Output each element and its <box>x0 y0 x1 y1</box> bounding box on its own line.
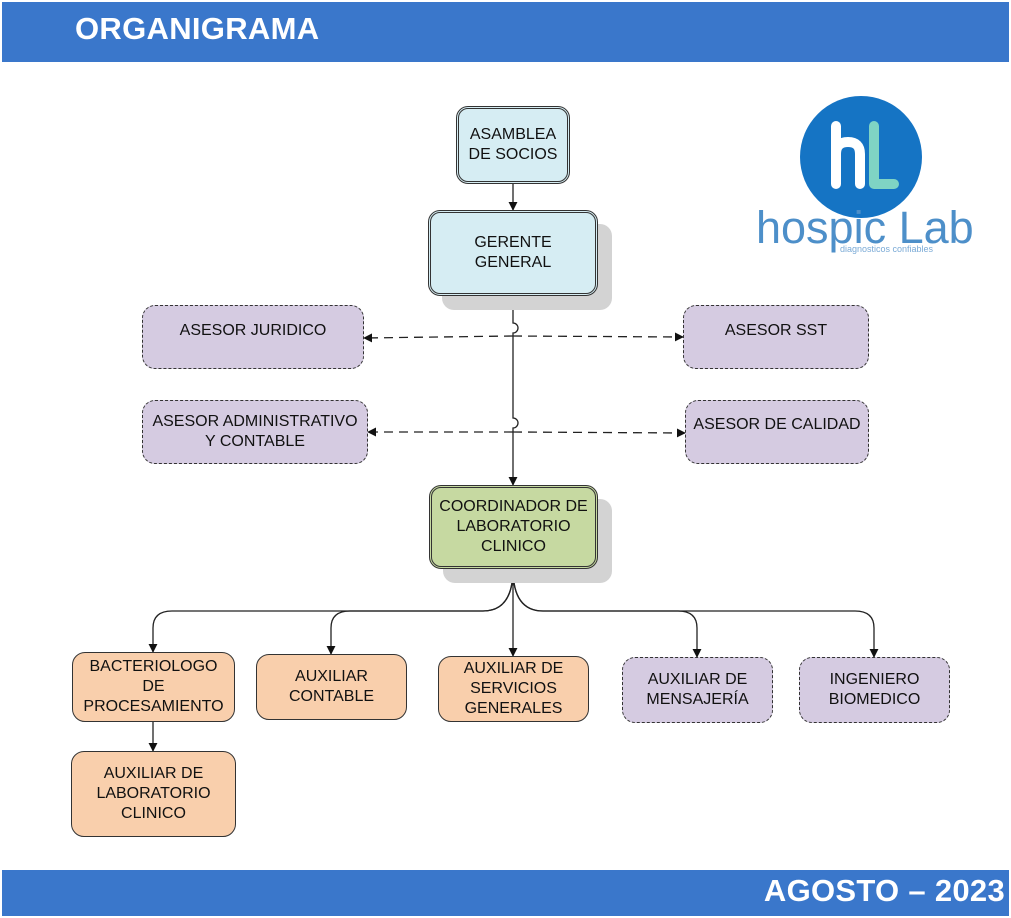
hl-monogram-icon <box>831 121 899 189</box>
node-auxiliar-contable: AUXILIAR CONTABLE <box>256 654 407 720</box>
node-auxiliar-servicios: AUXILIAR DE SERVICIOS GENERALES <box>438 656 589 722</box>
node-asesor-calidad: ASESOR DE CALIDAD <box>685 400 869 464</box>
connector-asesor-juridico <box>363 333 514 343</box>
connector-ingeniero <box>512 568 879 658</box>
node-asesor-juridico: ASESOR JURIDICO <box>142 305 364 369</box>
node-asesor-calidad-label: ASESOR DE CALIDAD <box>693 416 861 433</box>
node-asesor-administrativo: ASESOR ADMINISTRATIVO Y CONTABLE <box>142 400 368 464</box>
connector-asesor-sst <box>512 332 684 342</box>
header-band: ORGANIGRAMA <box>2 2 1009 62</box>
logo-name: hospic Lab <box>756 202 974 253</box>
node-coordinador-laboratorio: COORDINADOR DE LABORATORIO CLINICO <box>429 485 598 569</box>
node-bacteriologo: BACTERIOLOGO DE PROCESAMIENTO <box>72 652 235 722</box>
node-auxiliar-laboratorio: AUXILIAR DE LABORATORIO CLINICO <box>71 751 236 837</box>
footer-date: AGOSTO – 2023 <box>763 873 1005 908</box>
node-asesor-juridico-label: ASESOR JURIDICO <box>179 322 327 339</box>
connector-gerente-coordinador <box>508 296 519 486</box>
node-gerente-general: GERENTE GENERAL <box>428 210 598 296</box>
page-title: ORGANIGRAMA <box>75 11 320 46</box>
node-auxiliar-servicios-label: AUXILIAR DE SERVICIOS GENERALES <box>463 660 564 717</box>
node-auxiliar-mensajeria: AUXILIAR DE MENSAJERÍA <box>622 657 773 723</box>
node-ingeniero-label: INGENIERO BIOMEDICO <box>828 671 921 708</box>
hospic-lab-logo: hospic Lab diagnosticos confiables <box>752 92 974 262</box>
node-coordinador-label: COORDINADOR DE LABORATORIO CLINICO <box>439 498 588 555</box>
logo-tagline: diagnosticos confiables <box>840 244 934 254</box>
node-asesor-sst: ASESOR SST <box>683 305 869 369</box>
node-auxiliar-mensajeria-label: AUXILIAR DE MENSAJERÍA <box>646 671 749 708</box>
node-auxiliar-contable-label: AUXILIAR CONTABLE <box>288 668 375 705</box>
node-asamblea-label: ASAMBLEA DE SOCIOS <box>468 126 558 163</box>
node-ingeniero-biomedico: INGENIERO BIOMEDICO <box>799 657 950 723</box>
footer-band: AGOSTO – 2023 <box>2 870 1009 916</box>
connector-auxiliar-contable <box>326 568 514 655</box>
node-asesor-admin-label: ASESOR ADMINISTRATIVO Y CONTABLE <box>152 413 358 450</box>
connector-asesor-calidad <box>512 428 686 438</box>
connector-auxiliar-mensajeria <box>512 568 702 658</box>
node-asesor-sst-label: ASESOR SST <box>724 322 828 339</box>
node-asamblea-socios: ASAMBLEA DE SOCIOS <box>456 106 570 184</box>
node-auxiliar-laboratorio-label: AUXILIAR DE LABORATORIO CLINICO <box>96 765 211 822</box>
node-bacteriologo-label: BACTERIOLOGO DE PROCESAMIENTO <box>83 658 224 715</box>
node-gerente-label: GERENTE GENERAL <box>474 234 552 271</box>
